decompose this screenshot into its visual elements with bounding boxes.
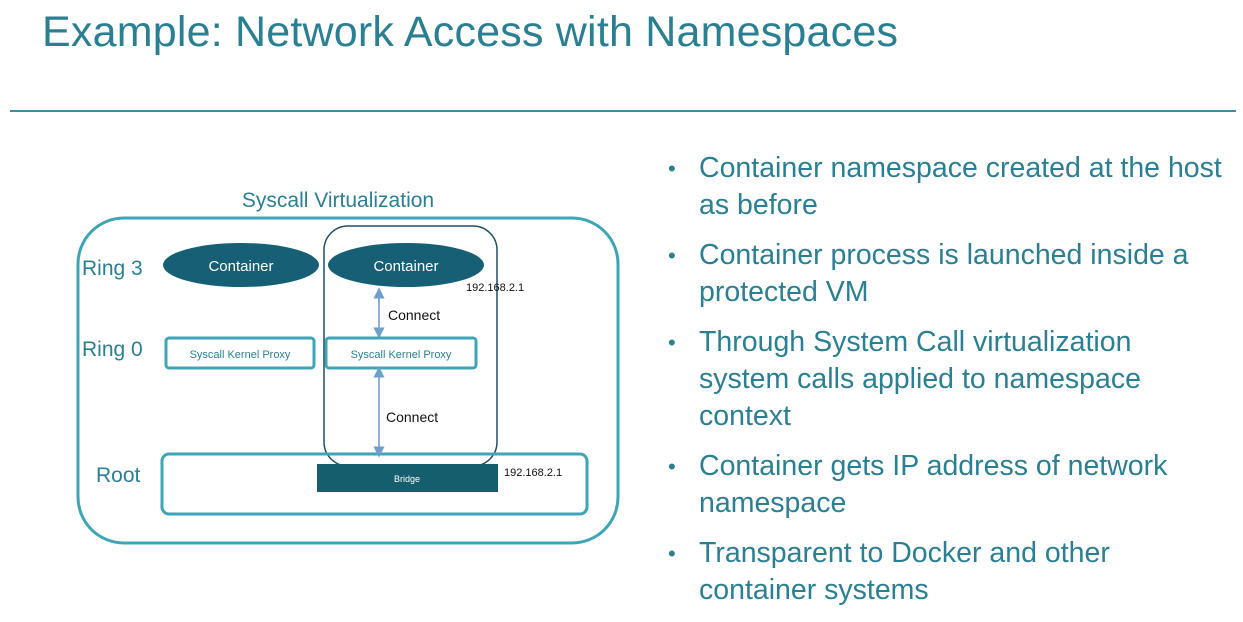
bullet-dot-icon: • — [668, 156, 676, 181]
bullet-text: Container process is launched inside a p… — [699, 239, 1189, 308]
bullet-item: • Container gets IP address of network n… — [668, 448, 1228, 522]
bullet-dot-icon: • — [668, 541, 676, 566]
bullet-dot-icon: • — [668, 454, 676, 479]
container-right-label: Container — [373, 258, 438, 275]
bullet-item: • Container process is launched inside a… — [668, 237, 1228, 311]
syscall-virtualization-diagram: Syscall Virtualization Ring 3 Ring 0 Roo… — [76, 189, 620, 545]
slide-title: Example: Network Access with Namespaces — [42, 8, 899, 56]
syscall-proxy-right — [324, 336, 478, 370]
bullet-text: Container gets IP address of network nam… — [699, 450, 1168, 519]
syscall-proxy-left — [164, 336, 316, 370]
bullet-text: Transparent to Docker and other containe… — [699, 537, 1110, 606]
connect-label-lower: Connect — [386, 409, 438, 425]
ip-address-upper: 192.168.2.1 — [466, 282, 524, 294]
bullet-text: Container namespace created at the host … — [699, 152, 1222, 221]
outer-boundary — [76, 216, 620, 545]
bullet-item: • Transparent to Docker and other contai… — [668, 535, 1228, 609]
container-node-right — [328, 243, 484, 287]
ip-address-lower: 192.168.2.1 — [504, 467, 562, 479]
bullet-list: • Container namespace created at the hos… — [668, 150, 1228, 622]
bullet-item: • Container namespace created at the hos… — [668, 150, 1228, 224]
diagram-heading: Syscall Virtualization — [242, 189, 434, 212]
root-label: Root — [96, 464, 141, 487]
ring0-label: Ring 0 — [82, 338, 143, 361]
bullet-item: • Through System Call virtualization sys… — [668, 324, 1228, 435]
bullet-dot-icon: • — [668, 243, 676, 268]
bridge-label: Bridge — [394, 474, 420, 484]
container-left-label: Container — [208, 258, 273, 275]
bullet-dot-icon: • — [668, 330, 676, 355]
syscall-proxy-right-label: Syscall Kernel Proxy — [351, 349, 452, 361]
bridge-box — [317, 464, 498, 492]
container-node-left — [163, 243, 319, 287]
connect-label-upper: Connect — [388, 307, 440, 323]
title-divider — [10, 110, 1236, 112]
syscall-proxy-left-label: Syscall Kernel Proxy — [190, 349, 291, 361]
ring3-label: Ring 3 — [82, 257, 143, 280]
bullet-text: Through System Call virtualization syste… — [699, 326, 1141, 432]
